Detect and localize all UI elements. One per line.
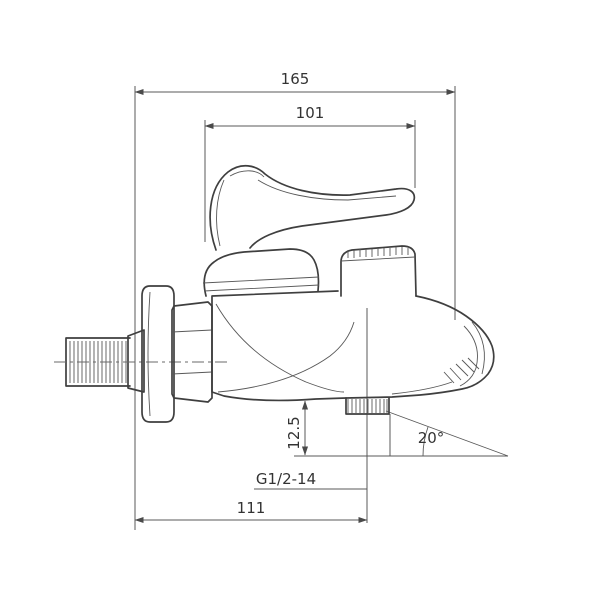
diverter-knob (340, 245, 417, 297)
faucet-illustration (54, 165, 495, 423)
dim-outlet-offset-label: 12.5 (285, 416, 303, 449)
angle-ray (385, 410, 509, 457)
shank-connector (127, 329, 145, 393)
thread-spec-label: G1/2-14 (256, 470, 316, 488)
lever-handle (209, 165, 416, 251)
spout-aerator (443, 321, 485, 387)
spout-underside-line (391, 381, 453, 395)
cartridge-dome (202, 248, 320, 297)
faucet-body (211, 290, 495, 402)
dimension-annotations (134, 86, 509, 530)
body-contour-line (215, 303, 345, 393)
dim-handle-width-label: 101 (296, 104, 325, 122)
hex-nut (171, 301, 213, 403)
aerator-hatch (443, 357, 480, 384)
body-contour-line-2 (217, 321, 355, 393)
dim-base-width-label: 111 (237, 499, 266, 517)
wall-flange (141, 285, 175, 423)
dim-overall-width-label: 165 (281, 70, 310, 88)
spout-angle-label: 20° (418, 429, 445, 447)
angle-arc (422, 426, 429, 457)
outlet-thread (345, 397, 390, 415)
diverter-knurl (347, 247, 409, 258)
dimension-labels: 165 101 12.5 G1/2-14 20° 111 (237, 70, 445, 517)
